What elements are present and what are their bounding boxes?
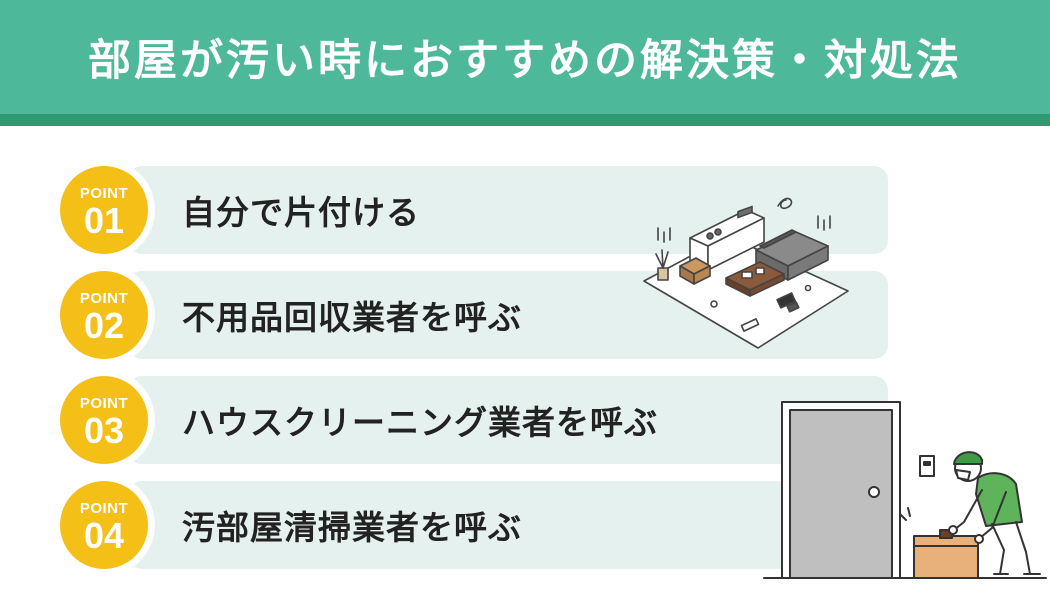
header-banner [0, 0, 1050, 114]
door-worker-illustration [763, 401, 1047, 579]
point-badge: POINT 03 [60, 376, 148, 464]
point-badge: POINT 04 [60, 481, 148, 569]
badge-number: 01 [83, 200, 125, 241]
point-item-4: POINT 04 汚部屋清掃業者を呼ぶ [60, 481, 890, 573]
point-item-1: POINT 01 自分で片付ける [60, 166, 890, 258]
point-label: 自分で片付ける [182, 193, 420, 232]
badge-word: POINT [79, 290, 129, 307]
point-item-3: POINT 03 ハウスクリーニング業者を呼ぶ [60, 376, 890, 468]
badge-number: 03 [83, 410, 125, 451]
point-label: 不用品回収業者を呼ぶ [182, 298, 522, 337]
page-title: 部屋が汚い時におすすめの解決策・対処法 [88, 36, 962, 86]
badge-number: 02 [83, 305, 125, 346]
badge-word: POINT [79, 500, 129, 517]
point-label: ハウスクリーニング業者を呼ぶ [182, 403, 658, 442]
point-row-background [128, 481, 888, 569]
header-stripe [0, 114, 1050, 126]
point-label: 汚部屋清掃業者を呼ぶ [182, 508, 522, 547]
badge-word: POINT [79, 395, 129, 412]
point-badge: POINT 01 [60, 166, 148, 254]
point-badge: POINT 02 [60, 271, 148, 359]
messy-room-illustration [643, 197, 849, 349]
point-row-background [128, 376, 888, 464]
badge-number: 04 [83, 515, 125, 556]
badge-word: POINT [79, 185, 129, 202]
